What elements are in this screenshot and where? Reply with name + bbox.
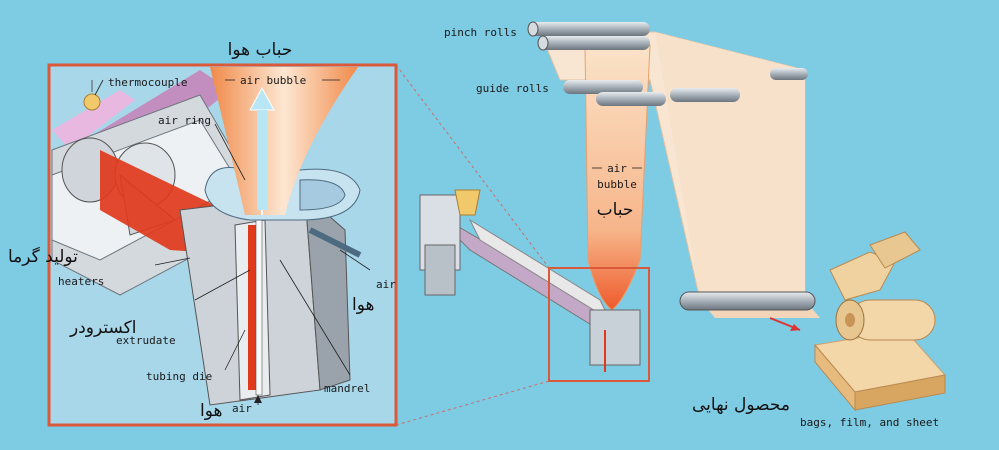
label-guide-rolls: guide rolls [476, 82, 549, 95]
pinch-rolls [527, 21, 650, 51]
label-pinch-rolls: pinch rolls [444, 26, 517, 39]
inset-panel [47, 63, 398, 427]
label-products: bags, film, and sheet [800, 416, 939, 429]
label-mandrel: mandrel [324, 382, 370, 395]
label-fa-air-bottom: هوا [200, 401, 222, 421]
main-extruder [419, 189, 641, 372]
label-heaters: heaters [58, 275, 104, 288]
label-tubing-die: tubing die [146, 370, 212, 383]
label-extrudate: extrudate [116, 334, 176, 347]
label-fa-air-right: هوا [352, 295, 374, 315]
label-air-bubble: air bubble [240, 74, 306, 87]
label-air-ring: air ring [158, 114, 211, 127]
leader-lines [94, 79, 371, 405]
label-fa-extruder: اکسترودر [69, 318, 136, 338]
label-fa-bubble-main: حباب [597, 200, 634, 220]
label-bubble-air: air [607, 162, 627, 175]
label-air-right: air [376, 278, 396, 291]
label-air-bottom: air [232, 402, 252, 415]
final-products-illustration [814, 231, 946, 412]
zoom-connector-lines [395, 64, 550, 426]
label-fa-final-product: محصول نهایی [692, 395, 790, 415]
zoom-region-box [548, 267, 650, 382]
guide-rolls [563, 68, 808, 106]
label-bubble-bubble: bubble [597, 178, 637, 191]
label-thermocouple: thermocouple [108, 76, 187, 89]
bottom-roll [679, 291, 816, 311]
label-fa-heat: تولید گرما [8, 246, 78, 267]
label-fa-bubble-top: حباب هوا [228, 40, 293, 60]
